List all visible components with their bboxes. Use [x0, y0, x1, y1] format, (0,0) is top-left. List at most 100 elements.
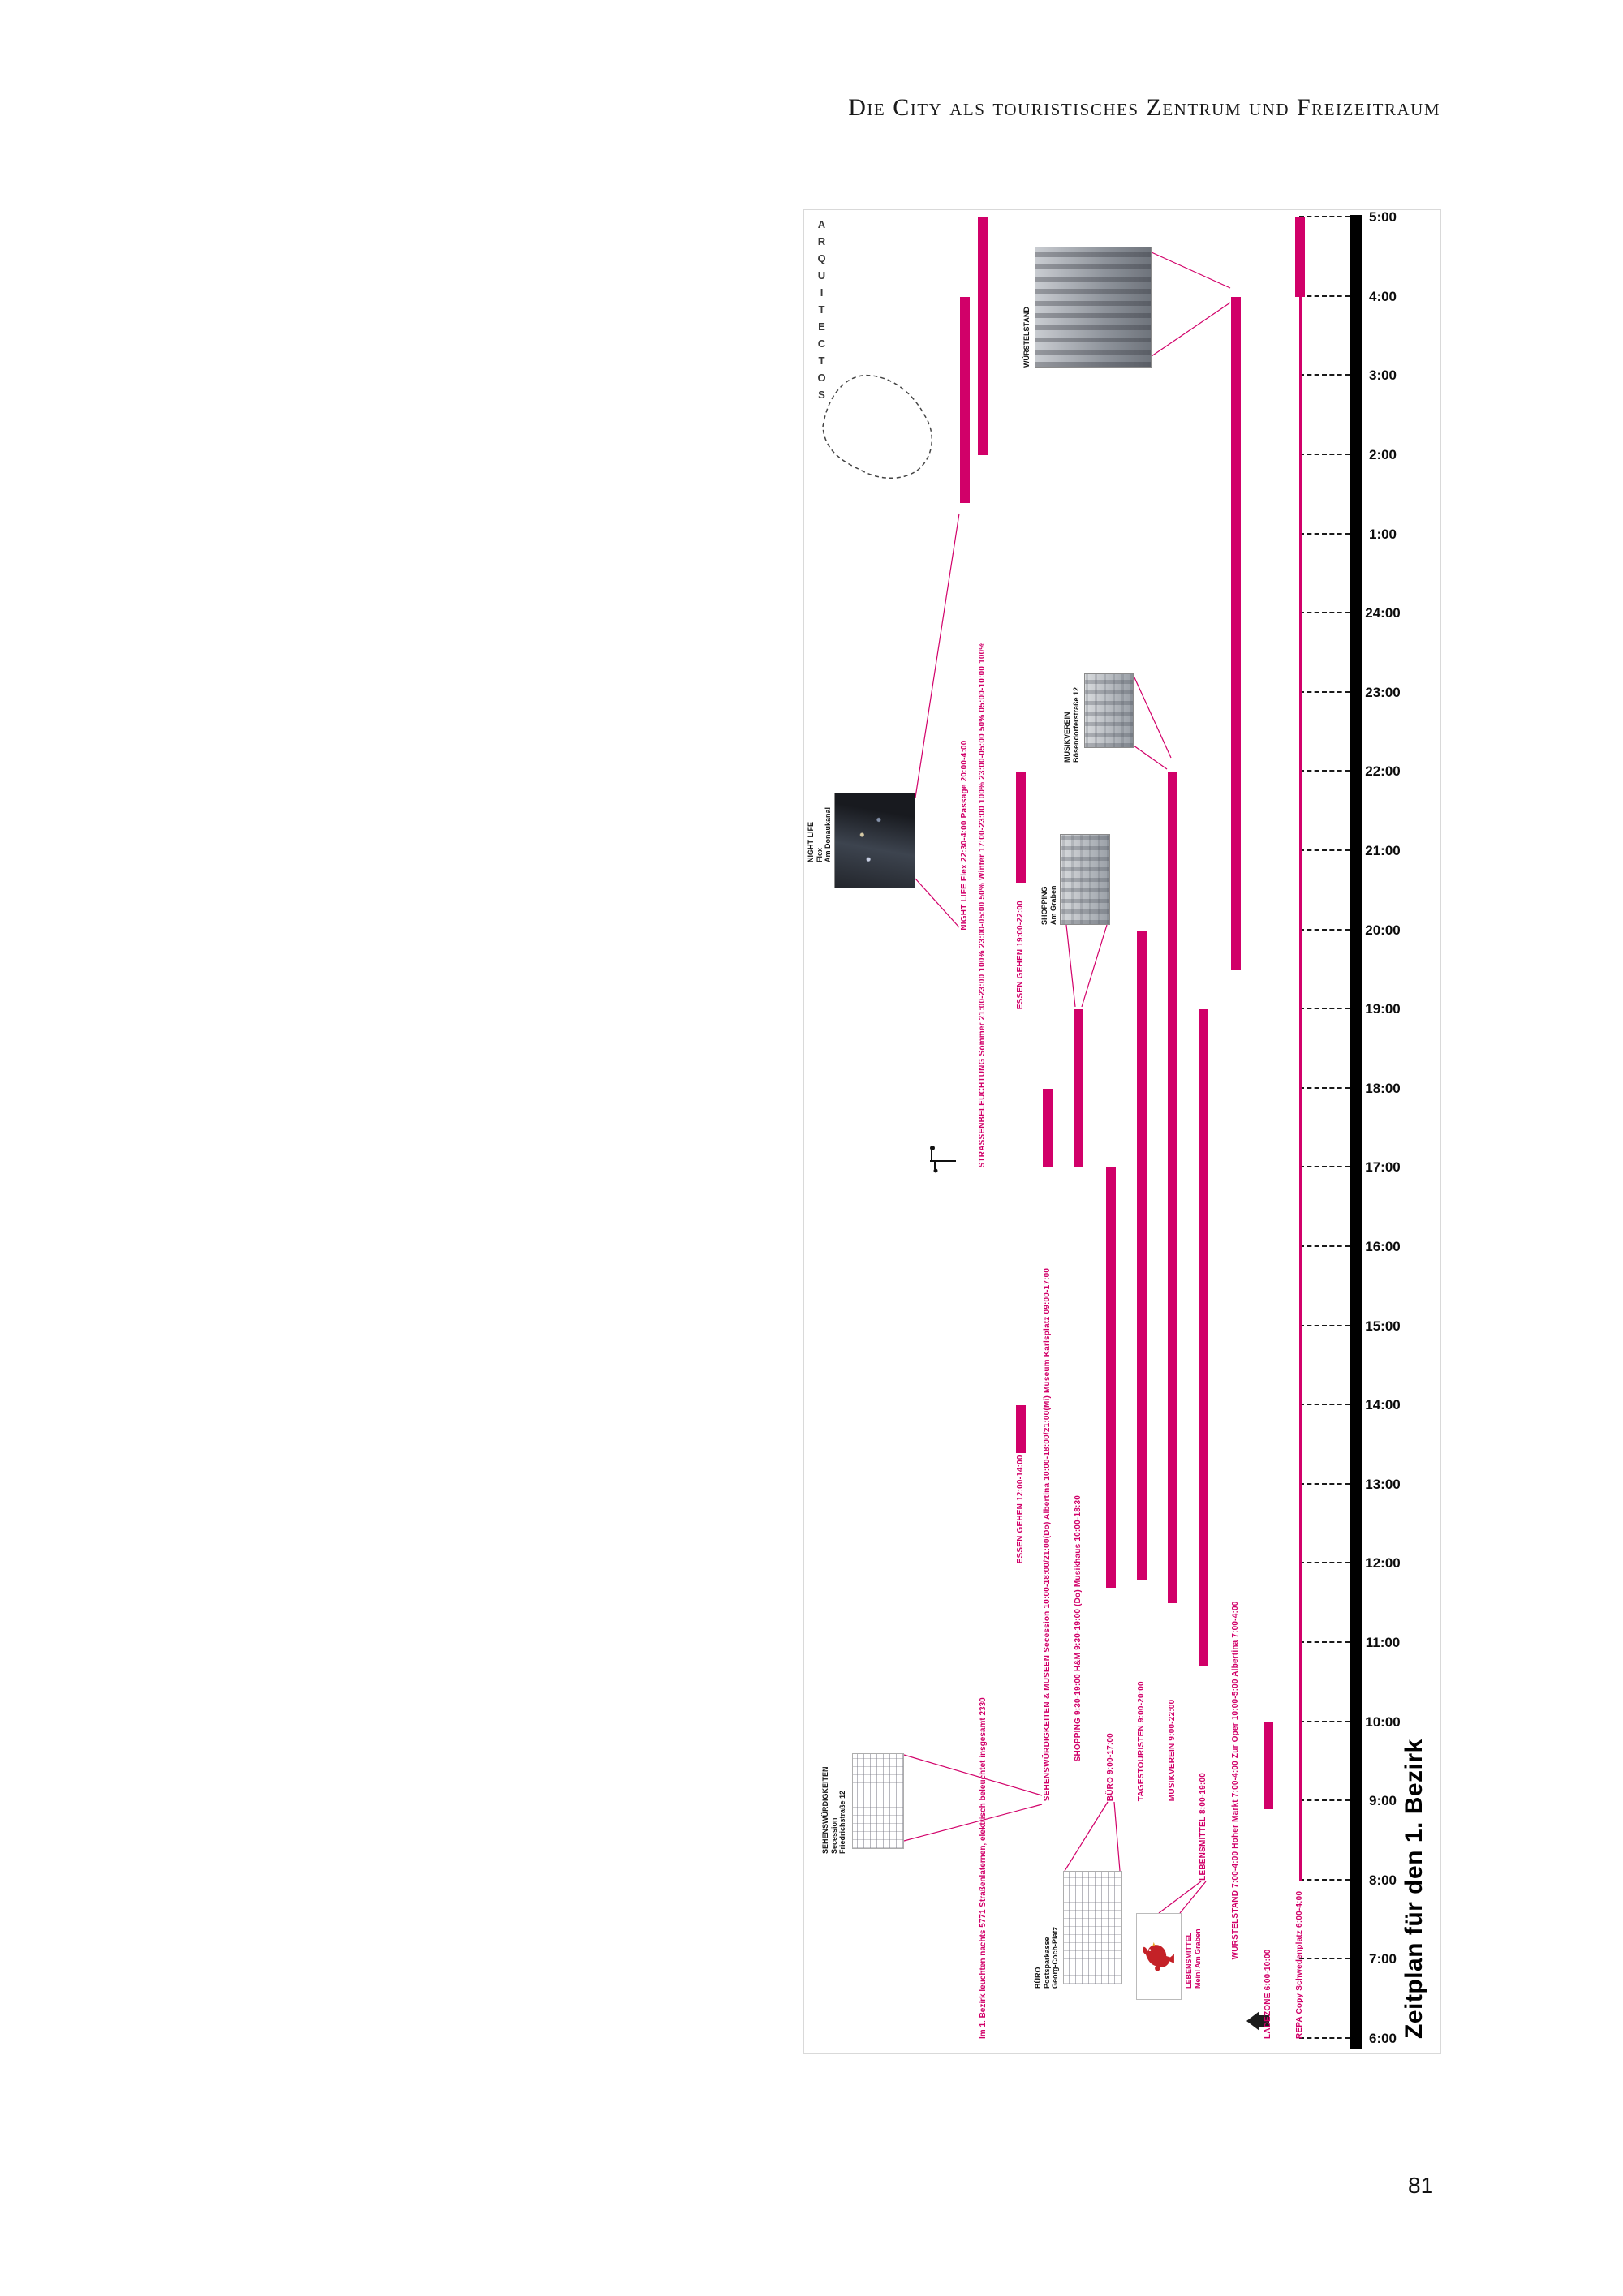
- activity-bar-essen-gehen: ESSEN GEHEN 19:00-22:00: [1016, 772, 1026, 1009]
- connector-line: [1133, 675, 1172, 759]
- caption-line: WÜRSTELSTAND: [1022, 307, 1031, 368]
- activity-label-essen-gehen: ESSEN GEHEN 12:00-14:00: [1016, 1455, 1025, 1564]
- caption-line: Am Graben: [1048, 885, 1057, 925]
- axis-tick-label: 24:00: [1365, 605, 1401, 621]
- axis-tick-label: 4:00: [1368, 288, 1397, 304]
- activity-bar-fill: [1137, 930, 1147, 1580]
- activity-bar-fill: [960, 296, 970, 503]
- connector-line: [1158, 1881, 1202, 1914]
- activity-label-musikverein: MUSIKVEREIN 9:00-22:00: [1168, 1699, 1177, 1802]
- caption-line: Friedrichstraße 12: [838, 1790, 846, 1854]
- axis-tick-mark: [1299, 454, 1350, 455]
- activity-label-lebensmittel: LEBENSMITTEL 8:00-19:00: [1199, 1773, 1208, 1881]
- activity-bar-night-life: NIGHT LIFE Flex 22:30-4:00 Passage 20:00…: [960, 296, 970, 931]
- kiosk-icon: [1246, 2011, 1269, 2031]
- caption-line: MUSIKVEREIN: [1063, 712, 1071, 763]
- activity-bar-fill: [1074, 1009, 1083, 1168]
- activity-bar-lebensmittel: LEBENSMITTEL 8:00-19:00: [1199, 1009, 1208, 1881]
- activity-bar-repa-copy: REPA Copy Schwedenplatz 6:00-4:00: [1295, 296, 1305, 2039]
- activity-label-strassenbeleuchtung: STRASSENBELEUCHTUNG Sommer 21:00-23:00 1…: [978, 642, 987, 1168]
- musikverein-photo: [1084, 673, 1134, 748]
- axis-tick-label: 17:00: [1365, 1159, 1401, 1176]
- activity-bar-fill: [1295, 217, 1305, 297]
- activity-label-shopping: SHOPPING 9:30-19:00 H&M 9:30-19:00 (Do) …: [1074, 1494, 1083, 1762]
- axis-tick-mark: [1299, 1799, 1350, 1802]
- activity-bar-musikverein: MUSIKVEREIN 9:00-22:00: [1168, 772, 1177, 1801]
- activity-bar-wurstelstand: WURSTELSTAND 7:00-4:00 Hoher Markt 7:00-…: [1231, 296, 1241, 1959]
- axis-tick-label: 11:00: [1365, 1635, 1401, 1650]
- row-note-strassenbeleuchtung: Im 1. Bezirk leuchten nachts 5771 Straße…: [979, 1697, 988, 2039]
- axis-tick-mark: [1299, 1086, 1350, 1089]
- time-axis: [1350, 215, 1362, 2049]
- axis-tick-mark: [1299, 1720, 1350, 1722]
- connector-line: [1179, 1881, 1207, 1914]
- axis-tick-label: 7:00: [1368, 1951, 1397, 1967]
- activity-bar-tagestouristen: TAGESTOURISTEN 9:00-20:00: [1137, 930, 1147, 1802]
- caption-line: Flex: [815, 847, 824, 862]
- connector-line: [903, 1804, 1043, 1842]
- connector-line: [915, 513, 960, 798]
- caption-line: Am Donaukanal: [824, 806, 832, 862]
- connector-line: [1151, 302, 1231, 357]
- wuerstelstand-photo-caption: WÜRSTELSTAND: [1022, 307, 1031, 368]
- connector-line: [1065, 924, 1076, 1008]
- activity-bar-fill: [1016, 772, 1026, 884]
- rooster-logo-icon: [1143, 1941, 1174, 1971]
- connector-line: [915, 878, 960, 928]
- activity-bar-fill: [1298, 296, 1302, 1881]
- axis-tick-mark: [1299, 612, 1350, 614]
- activity-label-essen-gehen: ESSEN GEHEN 19:00-22:00: [1016, 901, 1025, 1010]
- caption-line: NIGHT LIFE: [807, 822, 815, 862]
- connector-line: [1151, 252, 1231, 289]
- axis-tick-label: 22:00: [1365, 763, 1401, 780]
- caption-line: Postsparkasse: [1042, 1937, 1051, 1989]
- activity-bar-fill: [1016, 1405, 1026, 1453]
- axis-tick-mark: [1299, 1008, 1350, 1010]
- axis-tick-mark: [1299, 1404, 1350, 1406]
- activity-bar-shopping: SHOPPING 9:30-19:00 H&M 9:30-19:00 (Do) …: [1074, 1009, 1083, 1761]
- activity-bar-buero: BÜRO 9:00-17:00: [1106, 1167, 1116, 1801]
- caption-line: LEBENSMITTEL: [1185, 1933, 1193, 1989]
- architects-logo: ARQUITECTOS: [816, 218, 828, 406]
- axis-tick-mark: [1299, 849, 1350, 851]
- axis-tick-label: 9:00: [1368, 1793, 1397, 1809]
- axis-tick-label: 23:00: [1365, 684, 1401, 700]
- connector-line: [1081, 924, 1108, 1008]
- nightlife-photo: [834, 793, 915, 888]
- timeline-figure: ARQUITECTOS Zeitplan für den 1. Bezirk 6…: [803, 209, 1441, 2054]
- axis-tick-label: 10:00: [1365, 1713, 1401, 1730]
- buero-drawing: [1063, 1871, 1122, 1984]
- axis-tick-mark: [1299, 690, 1350, 693]
- axis-tick-label: 14:00: [1365, 1397, 1401, 1413]
- axis-tick-mark: [1299, 1641, 1350, 1643]
- activity-bar-fill: [1043, 1088, 1053, 1168]
- axis-tick-label: 3:00: [1368, 368, 1397, 384]
- axis-tick-mark: [1299, 1166, 1350, 1168]
- axis-tick-label: 16:00: [1365, 1239, 1401, 1254]
- axis-tick-mark: [1299, 2037, 1350, 2039]
- activity-label-ladezone: LADEZONE 6:00-10:00: [1264, 1949, 1272, 2040]
- axis-tick-label: 20:00: [1365, 922, 1401, 938]
- connector-line: [1064, 1801, 1109, 1872]
- streetlamp-icon: [930, 1146, 956, 1173]
- activity-bar-fill: [1231, 296, 1241, 970]
- page-header: Die City als touristisches Zentrum und F…: [848, 94, 1440, 121]
- axis-tick-label: 5:00: [1368, 209, 1397, 226]
- activity-label-buero: BÜRO 9:00-17:00: [1106, 1733, 1115, 1802]
- activity-label-tagestouristen: TAGESTOURISTEN 9:00-20:00: [1137, 1681, 1146, 1802]
- axis-tick-label: 1:00: [1368, 526, 1397, 542]
- axis-tick-label: 2:00: [1368, 447, 1397, 462]
- axis-tick-label: 8:00: [1368, 1872, 1397, 1888]
- activity-label-repa-copy: REPA Copy Schwedenplatz 6:00-4:00: [1295, 1890, 1304, 2039]
- activity-bar-fill: [1264, 1722, 1273, 1809]
- axis-tick-label: 18:00: [1365, 1080, 1401, 1096]
- caption-line: Meinl Am Graben: [1193, 1928, 1202, 1989]
- axis-tick-mark: [1299, 1482, 1350, 1485]
- caption-line: SHOPPING: [1040, 886, 1048, 925]
- axis-tick-mark: [1299, 216, 1350, 218]
